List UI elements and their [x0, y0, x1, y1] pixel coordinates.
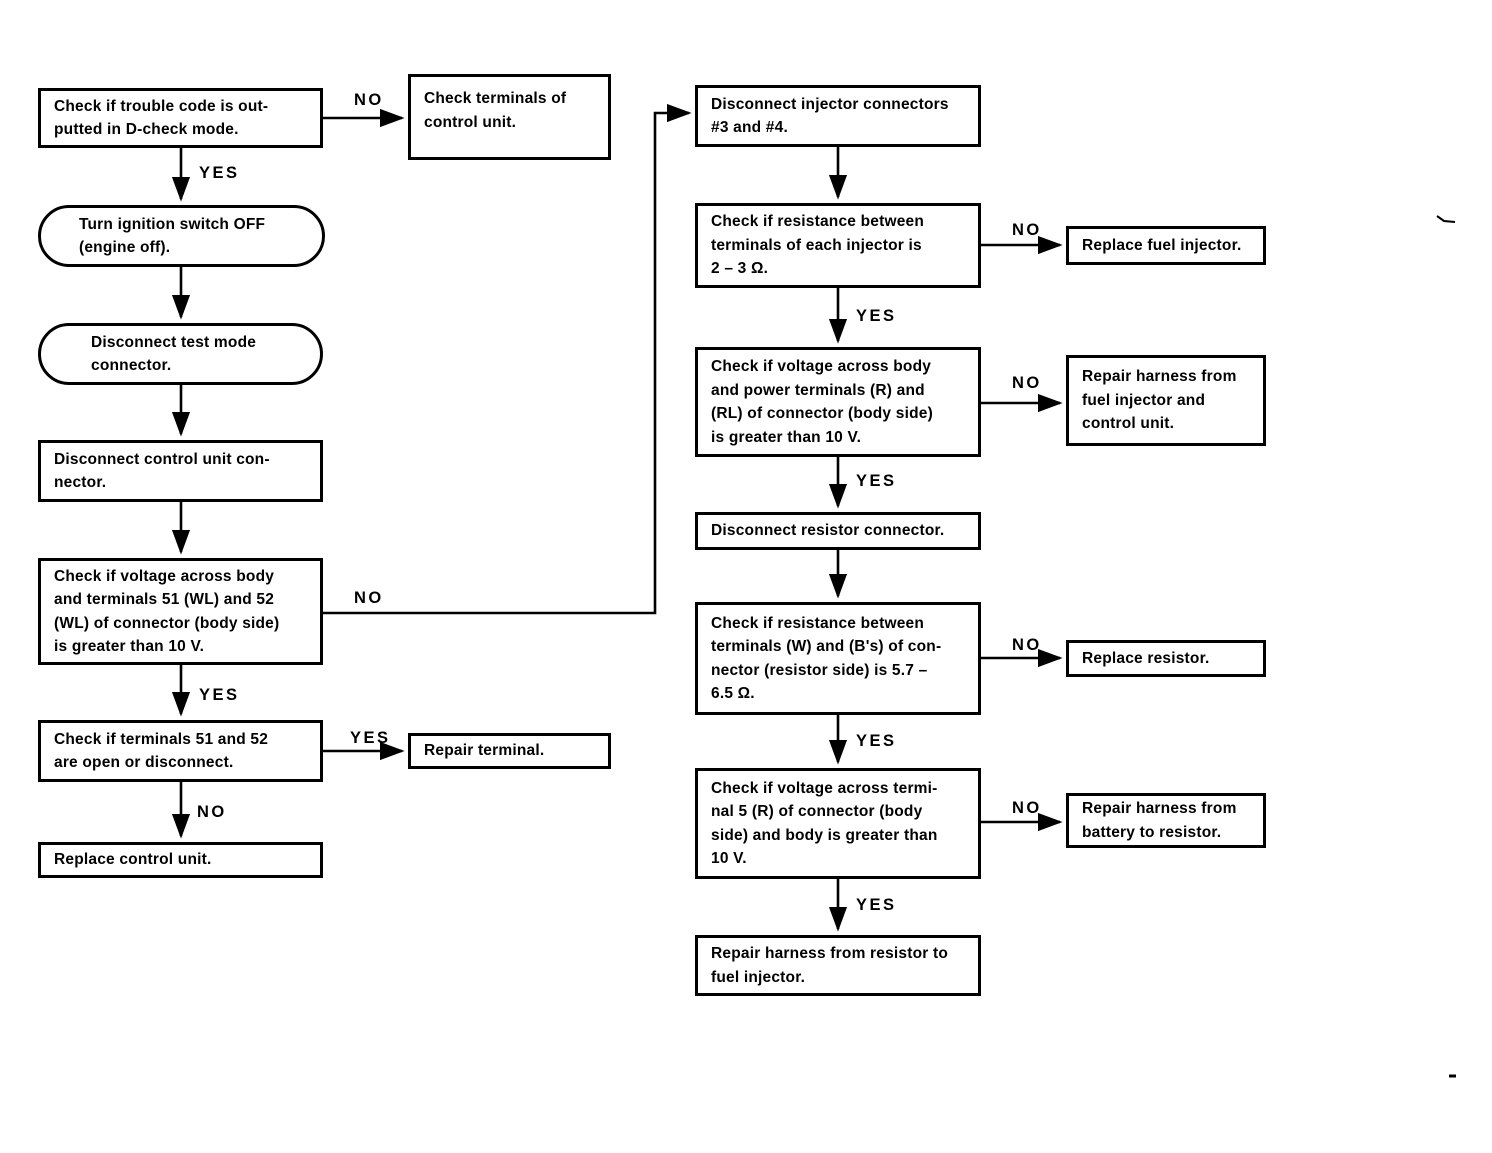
scan-artifact: [1436, 215, 1456, 223]
node-repair-harness-injector-cu: Repair harness from fuel injector and co…: [1066, 355, 1266, 446]
node-text: Disconnect test mode connector.: [91, 333, 257, 375]
node-text: Disconnect control unit con- nector.: [54, 450, 270, 492]
node-text: Replace resistor.: [1082, 649, 1210, 667]
node-text: Check if resistance between terminals of…: [711, 213, 925, 278]
arrow-voltage-no-elbow: [323, 103, 692, 615]
node-replace-fuel-injector: Replace fuel injector.: [1066, 226, 1266, 265]
node-check-resistance-resistor: Check if resistance between terminals (W…: [695, 602, 981, 715]
edge-label-no: NO: [1012, 799, 1042, 817]
node-repair-harness-battery-resistor: Repair harness from battery to resistor.: [1066, 793, 1266, 848]
node-disconnect-control-unit: Disconnect control unit con- nector.: [38, 440, 323, 502]
edge-label-no: NO: [354, 91, 384, 109]
node-disconnect-injector-connectors: Disconnect injector connectors #3 and #4…: [695, 85, 981, 147]
edge-label-no: NO: [1012, 374, 1042, 392]
edge-label-no: NO: [1012, 221, 1042, 239]
node-text: Check if trouble code is out- putted in …: [54, 97, 269, 139]
node-text: Disconnect injector connectors #3 and #4…: [711, 95, 949, 137]
node-check-trouble-code: Check if trouble code is out- putted in …: [38, 88, 323, 148]
node-check-voltage-51-52: Check if voltage across body and termina…: [38, 558, 323, 665]
node-check-voltage-power-terminals: Check if voltage across body and power t…: [695, 347, 981, 457]
node-repair-terminal: Repair terminal.: [408, 733, 611, 769]
node-check-resistance-injector: Check if resistance between terminals of…: [695, 203, 981, 288]
node-replace-resistor: Replace resistor.: [1066, 640, 1266, 677]
node-text: Check if resistance between terminals (W…: [711, 614, 942, 703]
node-text: Check if terminals 51 and 52 are open or…: [54, 730, 269, 772]
node-text: Replace fuel injector.: [1082, 236, 1242, 254]
edge-label-no: NO: [1012, 636, 1042, 654]
flow-arrow-group: [171, 103, 1456, 1078]
node-text: Turn ignition switch OFF (engine off).: [79, 215, 266, 257]
node-text: Check if voltage across termi- nal 5 (R)…: [711, 779, 938, 868]
node-text: Repair harness from battery to resistor.: [1082, 800, 1237, 841]
node-text: Check if voltage across body and power t…: [711, 358, 933, 446]
node-text: Replace control unit.: [54, 851, 212, 869]
edge-label-no: NO: [197, 803, 227, 821]
node-disconnect-resistor-connector: Disconnect resistor connector.: [695, 512, 981, 550]
node-text: Repair harness from resistor to fuel inj…: [711, 945, 949, 986]
node-text: Disconnect resistor connector.: [711, 522, 945, 540]
edge-label-yes: YES: [199, 686, 240, 704]
node-disconnect-test-mode: Disconnect test mode connector.: [38, 323, 323, 385]
node-text: Repair terminal.: [424, 742, 545, 760]
edge-label-yes: YES: [199, 164, 240, 182]
node-text: Check if voltage across body and termina…: [54, 567, 280, 656]
edge-label-yes: YES: [856, 896, 897, 914]
edge-label-yes: YES: [856, 472, 897, 490]
node-check-voltage-terminal5: Check if voltage across termi- nal 5 (R)…: [695, 768, 981, 879]
edge-label-no: NO: [354, 589, 384, 607]
node-check-terminals-control-unit: Check terminals of control unit.: [408, 74, 611, 160]
node-text: Check terminals of control unit.: [424, 90, 567, 131]
node-replace-control-unit: Replace control unit.: [38, 842, 323, 878]
edge-label-yes: YES: [856, 307, 897, 325]
edge-label-yes: YES: [856, 732, 897, 750]
node-check-terminals-51-52-open: Check if terminals 51 and 52 are open or…: [38, 720, 323, 782]
edge-label-yes: YES: [350, 729, 391, 747]
node-text: Repair harness from fuel injector and co…: [1082, 368, 1237, 433]
node-repair-harness-resistor-injector: Repair harness from resistor to fuel inj…: [695, 935, 981, 996]
node-turn-ignition-off: Turn ignition switch OFF (engine off).: [38, 205, 325, 267]
